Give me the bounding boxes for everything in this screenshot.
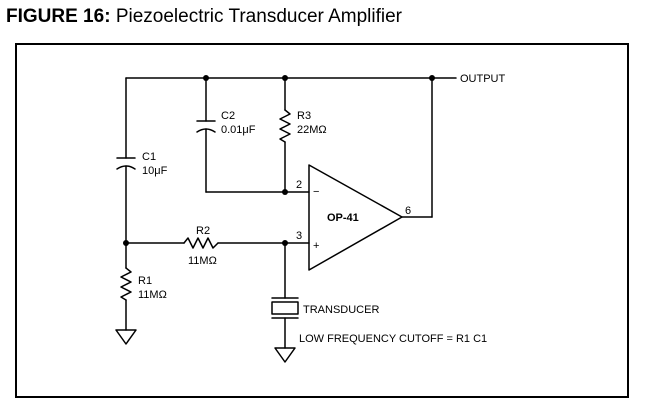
junction-r1-r2: [123, 240, 129, 246]
junction-noninverting: [282, 240, 288, 246]
ground-left-icon: [115, 329, 137, 345]
label-pin3: 3: [296, 230, 302, 242]
label-c1-value: 10μF: [142, 165, 168, 177]
label-r2-name: R2: [196, 225, 210, 237]
label-plus: +: [313, 240, 319, 252]
label-opamp: OP-41: [327, 212, 359, 224]
figure-caption: Piezoelectric Transducer Amplifier: [115, 6, 402, 27]
diagram-frame: [15, 43, 629, 398]
label-r1-name: R1: [138, 275, 152, 287]
figure-number: FIGURE 16:: [6, 6, 111, 27]
label-r1-value: 11MΩ: [138, 289, 167, 301]
label-pin6: 6: [405, 205, 411, 217]
label-r3-value: 22MΩ: [297, 124, 327, 136]
r1-resistor: [120, 267, 132, 301]
label-r3-name: R3: [297, 110, 311, 122]
label-c2-name: C2: [221, 110, 235, 122]
r3-resistor: [279, 109, 291, 143]
label-pin2: 2: [296, 179, 302, 191]
junction-c2-top: [203, 75, 209, 81]
label-output: OUTPUT: [460, 73, 506, 85]
opamp-triangle: [308, 164, 403, 271]
label-transducer: TRANSDUCER: [303, 304, 379, 316]
junction-output: [429, 75, 435, 81]
figure-title: FIGURE 16: Piezoelectric Transducer Ampl…: [6, 6, 402, 28]
transducer-crystal: [271, 301, 299, 315]
junction-r3-top: [282, 75, 288, 81]
ground-right-icon: [274, 347, 296, 363]
label-c1-name: C1: [142, 151, 156, 163]
label-minus: −: [313, 186, 319, 198]
label-cutoff-note: LOW FREQUENCY CUTOFF = R1 C1: [299, 333, 487, 345]
junction-inverting: [282, 189, 288, 195]
label-c2-value: 0.01μF: [221, 124, 256, 136]
label-r2-value: 11MΩ: [188, 255, 217, 267]
r2-resistor: [183, 237, 219, 249]
